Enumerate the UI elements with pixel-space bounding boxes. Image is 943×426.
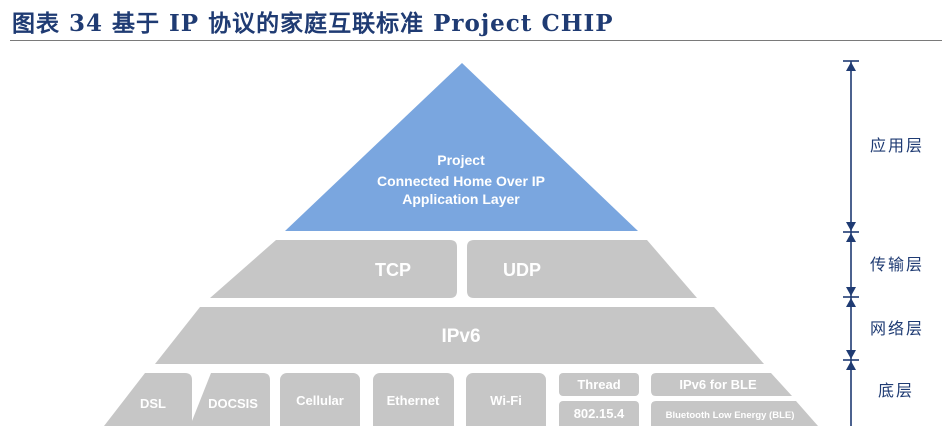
ethernet-label: Ethernet [387, 393, 440, 408]
label-network-layer: 网络层 [870, 319, 924, 338]
label-physical-layer: 底层 [878, 381, 914, 400]
wifi-segment [466, 373, 546, 426]
apex-line-2: Connected Home Over IP [377, 173, 545, 189]
ipv6-for-ble-label: IPv6 for BLE [679, 377, 757, 392]
docsis-segment [190, 373, 270, 426]
title-rule [10, 40, 942, 41]
dsl-label: DSL [140, 396, 166, 411]
arrow-transport-bottom [846, 287, 856, 296]
arrow-network-bottom [846, 350, 856, 359]
label-transport-layer: 传输层 [870, 255, 924, 274]
tcp-label: TCP [375, 260, 411, 280]
thread-segment [559, 373, 639, 396]
arrow-physical-top [846, 361, 856, 370]
docsis-label: DOCSIS [208, 396, 258, 411]
application-layer-triangle [285, 63, 638, 231]
apex-line-3: Application Layer [402, 191, 520, 207]
ipv6-for-ble-segment [651, 373, 792, 396]
ipv6-label: IPv6 [441, 326, 480, 347]
ipv6-segment [155, 307, 764, 364]
arrow-transport-top [846, 233, 856, 242]
udp-label: UDP [503, 260, 541, 280]
tcp-segment [210, 240, 457, 298]
cellular-label: Cellular [296, 393, 344, 408]
udp-segment [467, 240, 697, 298]
apex-line-1: Project [437, 152, 485, 168]
label-application-layer: 应用层 [870, 136, 924, 155]
arrow-app-bottom [846, 222, 856, 231]
arrow-app-top [846, 62, 856, 71]
dsl-segment [104, 373, 192, 426]
arrow-network-top [846, 298, 856, 307]
ieee802154-label: 802.15.4 [574, 406, 625, 421]
ieee802154-segment [559, 401, 639, 426]
cellular-segment [280, 373, 360, 426]
thread-label: Thread [577, 377, 620, 392]
figure-title: 图表 34 基于 IP 协议的家庭互联标准 Project CHIP [12, 10, 614, 37]
ethernet-segment [373, 373, 454, 426]
ble-segment [651, 401, 818, 426]
layer-scale [843, 60, 859, 426]
ble-label: Bluetooth Low Energy (BLE) [666, 410, 795, 421]
wifi-label: Wi-Fi [490, 393, 522, 408]
